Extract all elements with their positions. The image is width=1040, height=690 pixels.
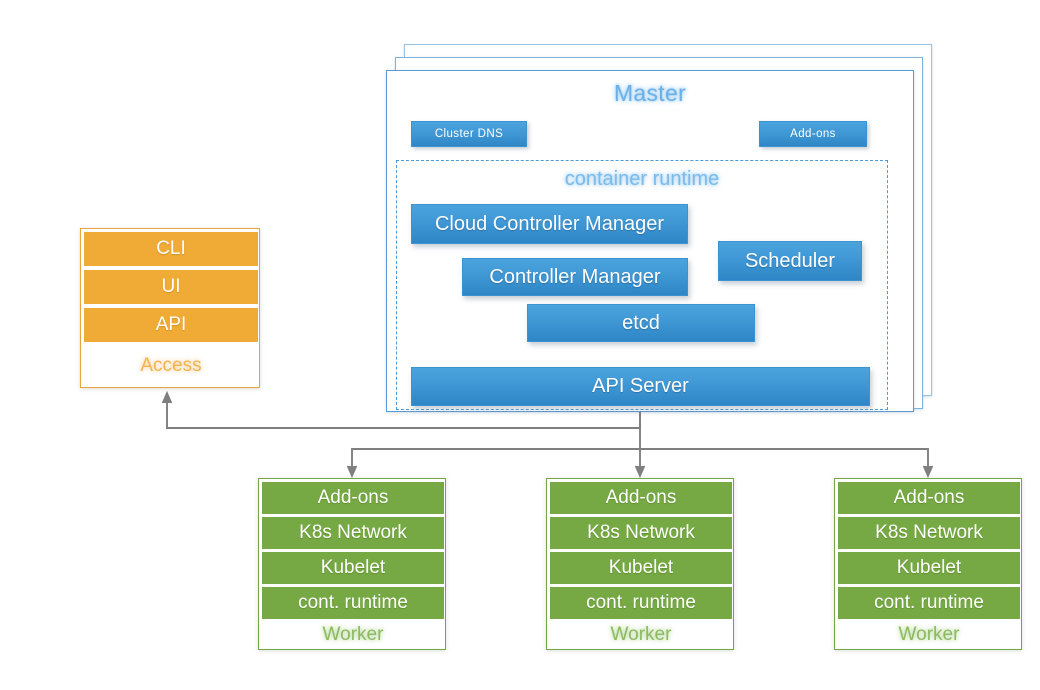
container-runtime-boundary (396, 160, 888, 410)
access-row-ui[interactable]: UI (84, 270, 258, 304)
controller-manager-box[interactable]: Controller Manager (462, 258, 688, 296)
worker1-footer-label: Worker (262, 621, 444, 648)
worker2-row-kubelet[interactable]: Kubelet (550, 552, 732, 584)
worker1-row-addons[interactable]: Add-ons (262, 482, 444, 514)
worker3-row-network[interactable]: K8s Network (838, 517, 1020, 549)
cluster-dns-chip[interactable]: Cluster DNS (411, 121, 527, 147)
scheduler-box[interactable]: Scheduler (718, 241, 862, 281)
access-stack: CLI UI API Access (80, 228, 260, 388)
access-row-cli[interactable]: CLI (84, 232, 258, 266)
api-server-box[interactable]: API Server (411, 367, 870, 406)
apiserver-worker3-arrow (640, 448, 934, 479)
cloud-controller-manager-box[interactable]: Cloud Controller Manager (411, 204, 688, 244)
etcd-box[interactable]: etcd (527, 304, 755, 342)
worker-node-1: Add-ons K8s Network Kubelet cont. runtim… (258, 478, 446, 650)
worker3-footer-label: Worker (838, 621, 1020, 648)
worker1-row-network[interactable]: K8s Network (262, 517, 444, 549)
worker2-footer-label: Worker (550, 621, 732, 648)
worker2-row-network[interactable]: K8s Network (550, 517, 732, 549)
apiserver-worker1-arrow (346, 448, 640, 479)
worker3-row-runtime[interactable]: cont. runtime (838, 587, 1020, 619)
worker2-row-addons[interactable]: Add-ons (550, 482, 732, 514)
access-footer-label: Access (84, 346, 258, 386)
worker2-row-runtime[interactable]: cont. runtime (550, 587, 732, 619)
worker-node-2: Add-ons K8s Network Kubelet cont. runtim… (546, 478, 734, 650)
worker1-row-kubelet[interactable]: Kubelet (262, 552, 444, 584)
container-runtime-title: container runtime (564, 168, 720, 190)
master-title: Master (613, 80, 687, 106)
worker1-row-runtime[interactable]: cont. runtime (262, 587, 444, 619)
worker3-row-kubelet[interactable]: Kubelet (838, 552, 1020, 584)
worker-node-3: Add-ons K8s Network Kubelet cont. runtim… (834, 478, 1022, 650)
master-addons-chip[interactable]: Add-ons (759, 121, 867, 147)
worker3-row-addons[interactable]: Add-ons (838, 482, 1020, 514)
access-row-api[interactable]: API (84, 308, 258, 342)
